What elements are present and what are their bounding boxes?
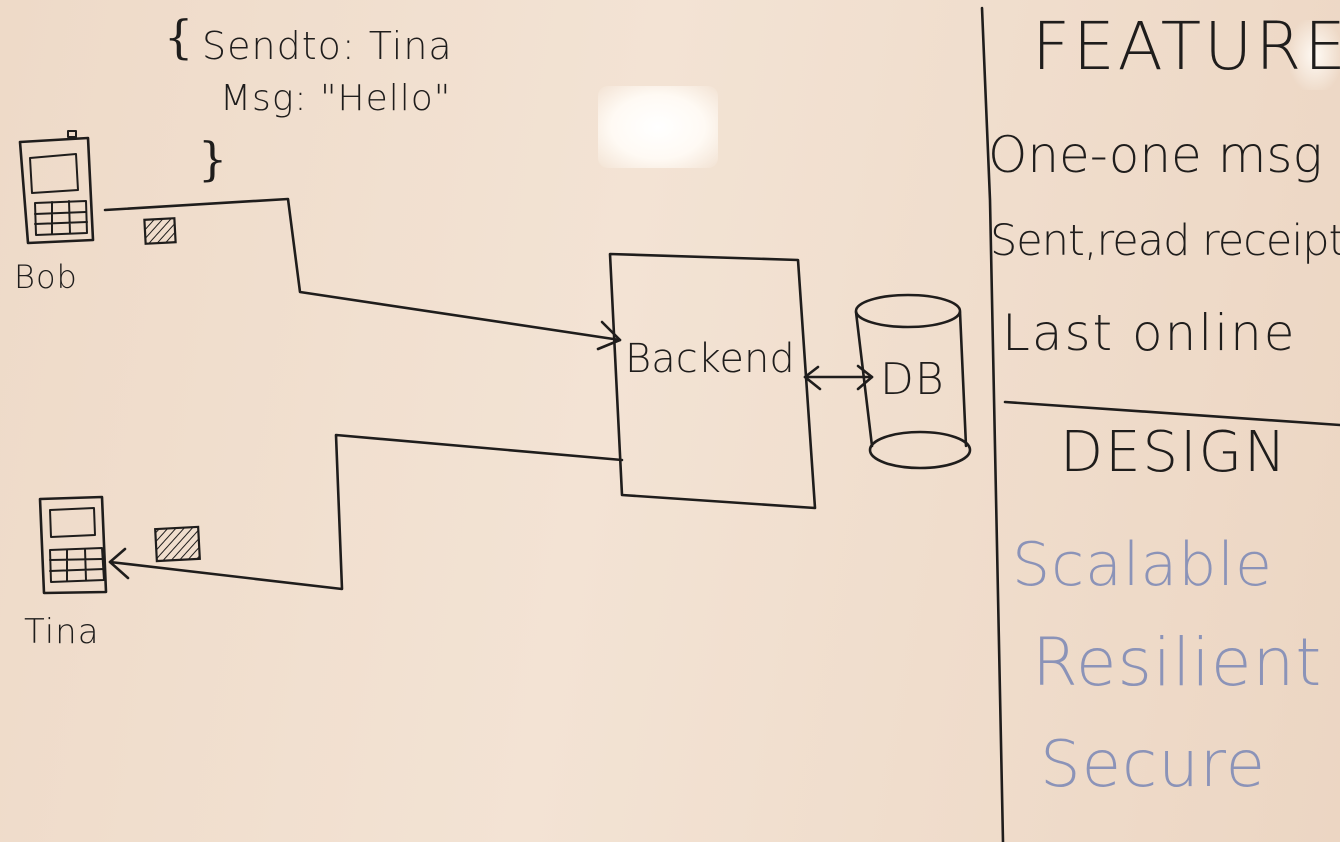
panel-divider-horizontal bbox=[1003, 400, 1340, 427]
bob-label: Bob bbox=[14, 258, 78, 296]
tina-packet bbox=[154, 525, 201, 563]
payload-open-brace: { bbox=[164, 10, 195, 64]
db-label: DB bbox=[880, 354, 945, 405]
tina-arrowhead bbox=[108, 547, 130, 580]
payload-close-brace: } bbox=[198, 132, 229, 186]
db-cylinder bbox=[854, 293, 972, 470]
tina-label: Tina bbox=[24, 612, 100, 652]
bob-arrowhead bbox=[596, 320, 622, 351]
backend-box bbox=[608, 252, 817, 510]
backend-label: Backend bbox=[625, 336, 795, 382]
payload-sendto-line: Sendto: Tina bbox=[202, 24, 453, 68]
panel-divider-vertical bbox=[980, 6, 1005, 842]
light-glare-corner bbox=[1290, 20, 1340, 90]
light-glare bbox=[598, 86, 718, 168]
backend-to-tina-arrow bbox=[108, 433, 624, 591]
design-item-scalable: Scalable bbox=[1012, 530, 1273, 600]
design-item-secure: Secure bbox=[1040, 728, 1267, 802]
features-heading: FEATURES bbox=[1032, 8, 1340, 85]
bob-packet bbox=[143, 217, 177, 245]
payload-msg-line: Msg: "Hello" bbox=[220, 78, 452, 119]
design-item-resilient: Resilient bbox=[1032, 624, 1323, 701]
feature-item-one-one-msg: One-one msg bbox=[988, 126, 1323, 184]
design-heading: DESIGN bbox=[1060, 420, 1288, 485]
bob-to-backend-arrow bbox=[103, 197, 622, 342]
feature-item-receipts: Sent,read receipt bbox=[990, 216, 1340, 266]
bob-phone-icon bbox=[18, 130, 95, 245]
feature-item-last-online: Last online bbox=[1002, 304, 1297, 362]
tina-phone-icon bbox=[38, 495, 108, 595]
